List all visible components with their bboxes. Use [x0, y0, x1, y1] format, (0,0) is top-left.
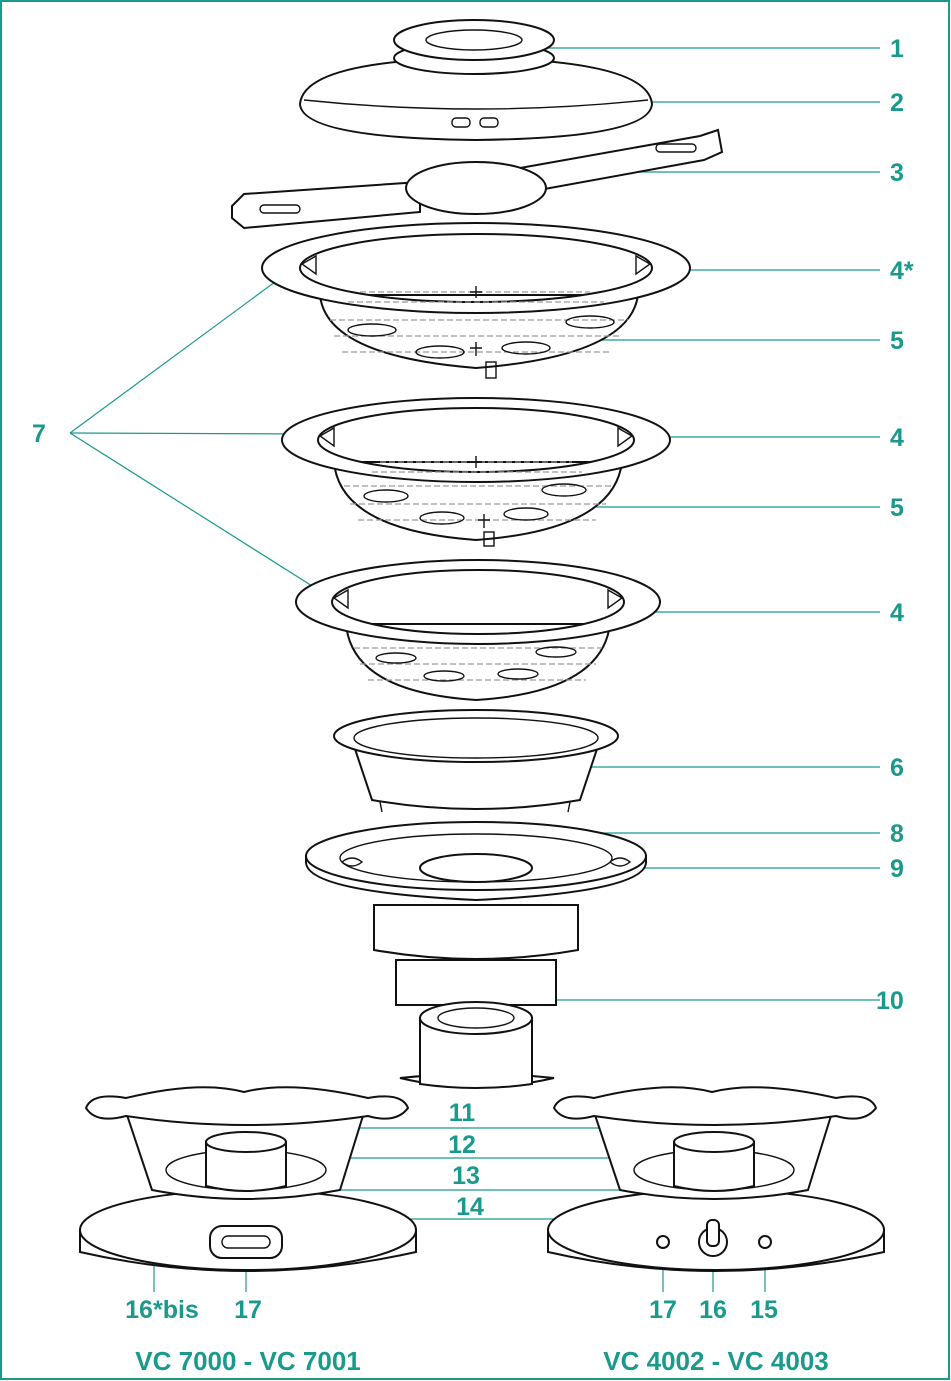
- label-9: 9: [890, 855, 904, 883]
- lid: [298, 56, 654, 142]
- power-switch-left: [209, 1225, 283, 1259]
- base-left: [79, 1086, 417, 1272]
- label-10: 10: [876, 987, 904, 1015]
- label-2: 2: [890, 89, 904, 117]
- base-ring: [305, 821, 647, 1006]
- leader-lines: [69, 47, 880, 1292]
- label-12: 12: [448, 1131, 476, 1159]
- label-5-top: 5: [890, 327, 904, 355]
- label-14: 14: [456, 1193, 484, 1221]
- indicator-light-15: [758, 1235, 772, 1249]
- lid-knob: [393, 19, 555, 75]
- label-13: 13: [452, 1162, 480, 1190]
- water-cup: [399, 1001, 555, 1089]
- part-labels: 1 2 3 4* 5 7 4 5 4 6 8 9 10 11 12 13 14 …: [32, 35, 914, 1324]
- label-15: 15: [750, 1296, 778, 1324]
- label-4-star: 4*: [890, 257, 914, 285]
- leader-7-top: [69, 264, 299, 434]
- basket-middle: [280, 397, 672, 547]
- label-3: 3: [890, 159, 904, 187]
- model-name-right: VC 4002 - VC 4003: [603, 1346, 828, 1376]
- base-right: [547, 1086, 885, 1272]
- label-4-bottom: 4: [890, 599, 904, 627]
- basket-bottom: [294, 559, 662, 702]
- model-name-left: VC 7000 - VC 7001: [135, 1346, 360, 1376]
- label-17-right: 17: [649, 1296, 677, 1324]
- basket-top: [260, 222, 692, 379]
- leader-7-mid: [69, 432, 319, 435]
- leader-7-bot: [69, 432, 329, 597]
- label-17-left: 17: [234, 1296, 262, 1324]
- label-7: 7: [32, 420, 46, 448]
- label-1: 1: [890, 35, 904, 63]
- handle-tongs: [231, 128, 724, 230]
- drip-tray: [333, 709, 619, 813]
- label-16: 16: [699, 1296, 727, 1324]
- indicator-light-17: [656, 1235, 670, 1249]
- label-16-bis: 16*bis: [125, 1296, 199, 1324]
- label-8: 8: [890, 820, 904, 848]
- label-11: 11: [449, 1099, 476, 1127]
- label-4-middle: 4: [890, 424, 904, 452]
- label-6: 6: [890, 754, 904, 782]
- label-5-middle: 5: [890, 494, 904, 522]
